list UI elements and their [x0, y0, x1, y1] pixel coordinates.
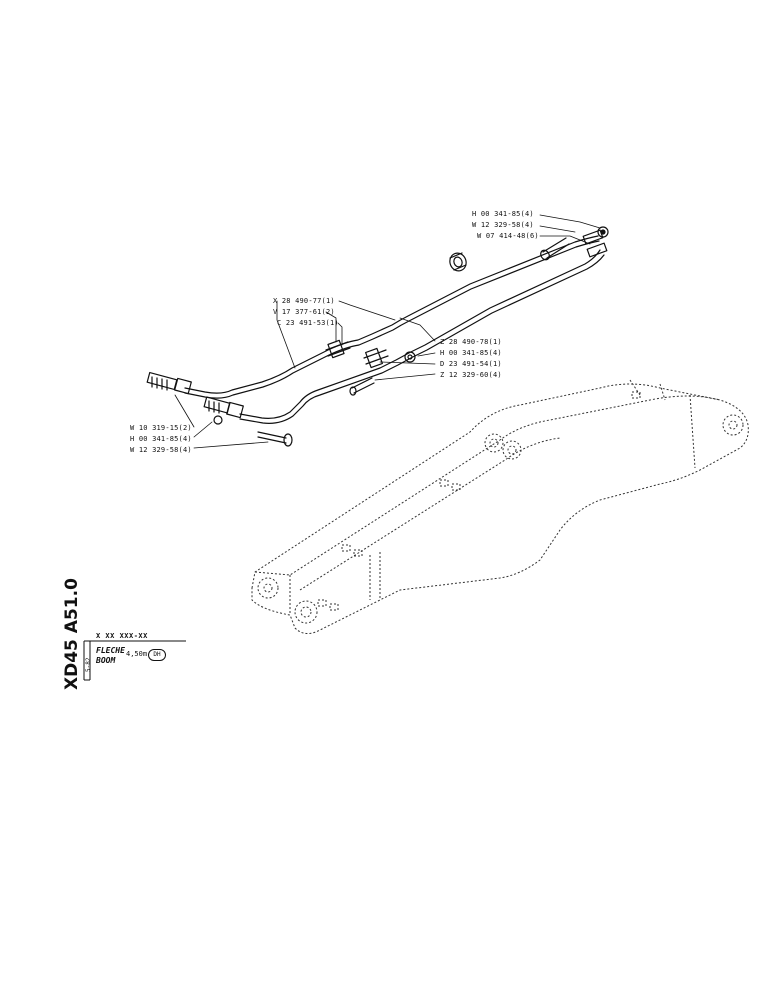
drawing-code: XD45 A51.0	[62, 578, 82, 690]
nut-middle	[404, 351, 416, 363]
boom-outline-side	[254, 395, 721, 576]
label-w12329-58-bottom: W 12 329-58(4)	[130, 446, 192, 454]
hydraulic-pipe-lower	[239, 249, 601, 419]
bushing	[449, 252, 467, 272]
label-h00341-85-mid: H 00 341-85(4)	[440, 349, 502, 357]
screw-right	[542, 237, 570, 259]
nut-left	[213, 415, 223, 425]
title-block-badge: DH	[148, 649, 166, 661]
title-block-date: 5-82	[85, 657, 92, 672]
fitting-left-lower	[203, 396, 231, 414]
title-block-title-en: BOOM	[96, 656, 116, 665]
boom-pivot-left	[484, 433, 504, 453]
clamp-left	[327, 339, 345, 359]
title-block-title-fr: FLECHE	[96, 646, 125, 655]
boom-eye-rear	[722, 414, 744, 436]
label-w10319-15: W 10 319-15(2)	[130, 424, 192, 432]
label-z12329-60: Z 12 329-60(4)	[440, 371, 502, 379]
clamp-right	[365, 347, 383, 369]
title-block-length: 4,50m	[126, 650, 148, 658]
nut-right	[597, 226, 609, 238]
boom-pivot-right	[502, 440, 522, 460]
screw-middle	[351, 377, 375, 394]
fitting-right-lower	[586, 242, 608, 258]
label-c23491-53: C 23 491-53(1)	[277, 319, 339, 327]
label-d23491-54: D 23 491-54(1)	[440, 360, 502, 368]
label-w07414-48: W 07 414-48(6)	[477, 232, 539, 240]
boom-outline-top	[251, 383, 749, 634]
title-block-frame	[83, 640, 186, 681]
label-z28490-78: Z 28 490-78(1)	[440, 338, 502, 346]
label-w12329-58-top: W 12 329-58(4)	[472, 221, 534, 229]
title-block-number: X XX XXX-XX	[96, 632, 148, 640]
hydraulic-pipe-lower-inner	[239, 254, 605, 424]
boom-eye-front	[257, 577, 279, 599]
hydraulic-pipe-upper	[184, 235, 599, 394]
boom-eye-lower	[294, 600, 318, 624]
label-x28490-77: X 28 490-77(1)	[273, 297, 335, 305]
screw-left	[257, 431, 287, 444]
hydraulic-pipe-upper-inner	[184, 240, 600, 399]
label-h00341-85-bottom: H 00 341-85(4)	[130, 435, 192, 443]
label-h00341-85-top: H 00 341-85(4)	[472, 210, 534, 218]
label-v17377-61: V 17 377-61(2)	[273, 308, 335, 316]
